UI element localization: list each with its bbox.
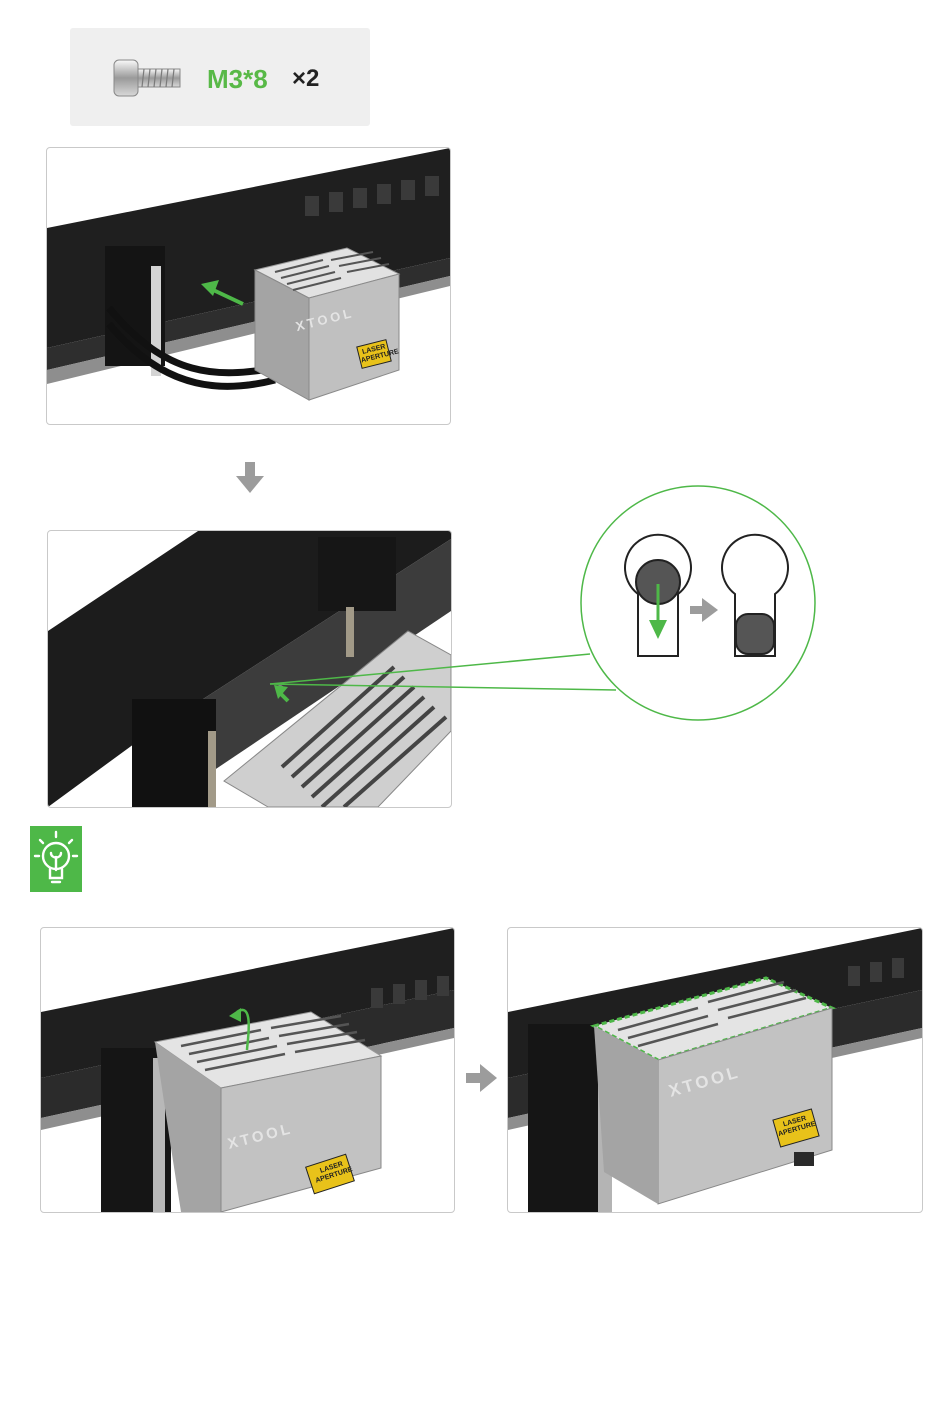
right-arrow-icon [466, 1064, 498, 1092]
screw-icon [112, 56, 184, 100]
screw-callout: M3*8 ×2 [70, 28, 370, 126]
tip-badge [30, 826, 82, 892]
lightbulb-tip-icon [30, 826, 82, 892]
screw-quantity: ×2 [292, 65, 319, 93]
keyhole-detail-callout [260, 484, 820, 724]
screw-label: M3*8 [207, 64, 268, 95]
